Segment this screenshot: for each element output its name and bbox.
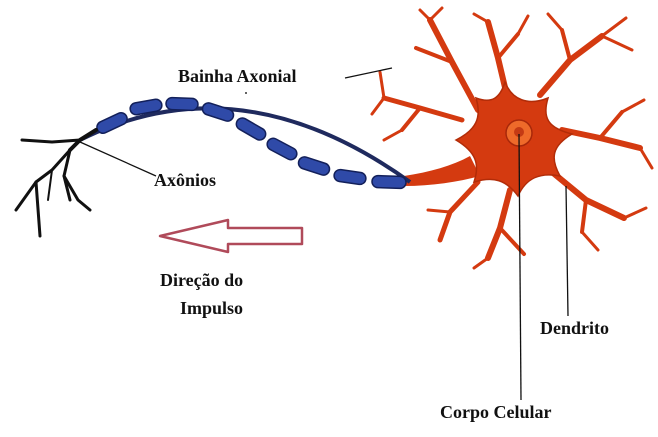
- label-axon-terminals: Axônios: [154, 170, 216, 190]
- dendrite-branch: [560, 28, 572, 62]
- dendrite-branch: [549, 169, 627, 221]
- dendrite-branch: [378, 70, 386, 100]
- terminal-branch: [20, 138, 82, 144]
- dendrite-branch: [370, 96, 386, 116]
- dendrite-branch: [382, 128, 404, 142]
- dendrite-branch: [414, 46, 454, 64]
- leader-line-dendrite: [565, 185, 569, 317]
- axon-terminals: [14, 128, 98, 238]
- myelin-segment: [333, 168, 367, 186]
- dendrite-branch: [600, 16, 628, 38]
- dendrite-branch: [428, 6, 444, 22]
- dendrite-branch: [472, 256, 490, 270]
- axon-hillock: [404, 156, 480, 186]
- dendrite-branch: [622, 206, 648, 220]
- myelin-segment: [297, 156, 331, 176]
- leader-line-axon-terminals: [79, 141, 157, 177]
- leader-line-axon-sheath: [344, 67, 393, 79]
- dendrite-branch: [580, 198, 588, 234]
- label-dendrite: Dendrito: [540, 318, 609, 338]
- terminal-branch: [34, 180, 42, 238]
- dendrite-branch: [472, 12, 490, 24]
- myelin-segment: [371, 174, 407, 190]
- dendrite-branch: [546, 12, 564, 32]
- dendrite-branch: [418, 8, 432, 22]
- terminal-branch: [62, 174, 92, 212]
- myelin-segment: [96, 112, 128, 134]
- leader-lines: [79, 67, 569, 401]
- terminal-branch: [14, 148, 72, 212]
- myelin-segment: [266, 137, 298, 161]
- dendrite-branch: [516, 14, 530, 36]
- nucleolus: [514, 127, 524, 137]
- myelin-segment: [235, 117, 267, 141]
- dendrite-branch: [427, 17, 481, 113]
- myelin-segment: [201, 102, 235, 122]
- myelin-segment: [165, 96, 199, 112]
- dendrite-branch: [620, 98, 646, 114]
- dendrite-branch: [485, 187, 513, 261]
- dendrite-branch: [580, 230, 600, 252]
- dendrite-branch: [638, 146, 654, 170]
- dendrite-branch: [598, 110, 624, 140]
- myelin-sheath: [96, 96, 407, 190]
- terminal-branch: [47, 169, 53, 201]
- myelin-segment: [129, 98, 163, 116]
- dendrite-branch: [537, 33, 605, 98]
- dendrite-branch: [381, 95, 465, 123]
- leader-line-cell-body: [518, 133, 522, 401]
- label-cell-body: Corpo Celular: [440, 402, 552, 422]
- label-impulse-line1: Direção do: [160, 270, 243, 290]
- dendrite-branch: [426, 208, 452, 214]
- label-impulse-line2: Impulso: [180, 298, 243, 318]
- dendrite-branch: [496, 32, 520, 60]
- dendrite-branch: [600, 34, 634, 52]
- label-axon-sheath: Bainha Axonial: [178, 66, 297, 86]
- dendrite-branch: [400, 106, 422, 132]
- left-arrow-icon: [158, 218, 304, 254]
